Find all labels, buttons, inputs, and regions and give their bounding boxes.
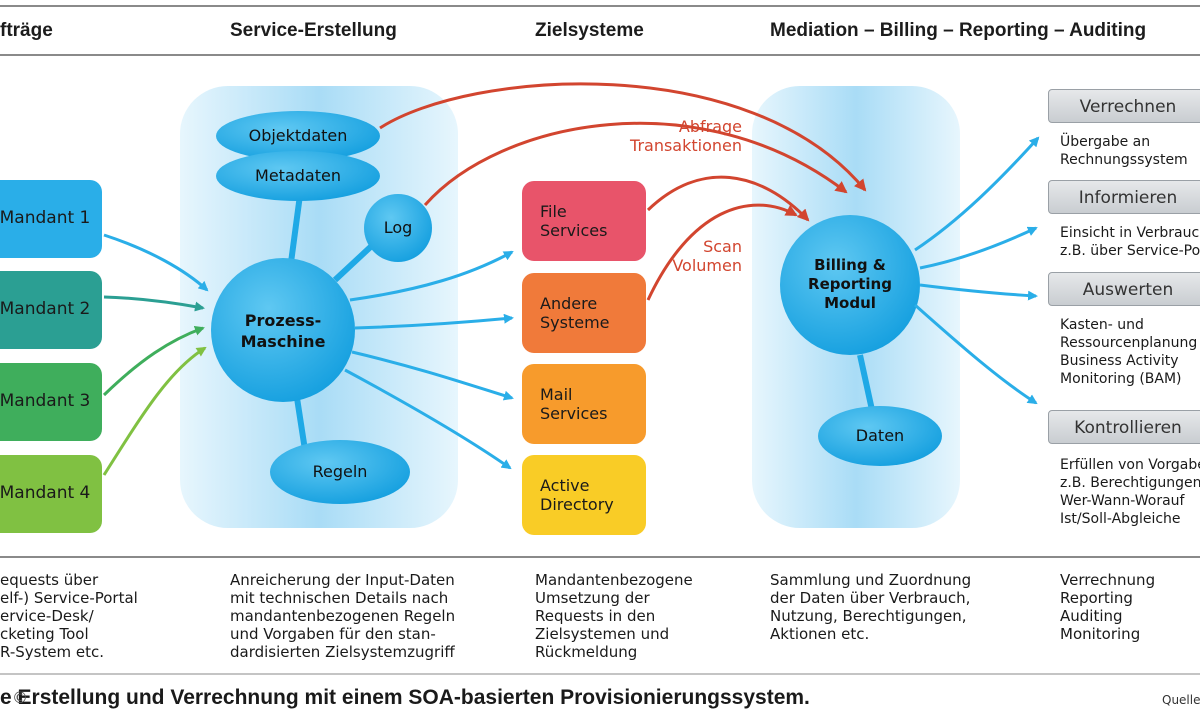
regeln-label: Regeln	[312, 462, 368, 481]
verrechnen-description: Übergabe an Rechnungssystem	[1060, 134, 1188, 168]
arrow-andere-billing	[646, 203, 798, 301]
mail-services-label: Mail Services	[540, 385, 608, 423]
header-service-erstellung: Service-Erstellung	[230, 20, 397, 41]
client-box-4	[0, 455, 102, 533]
kontrollieren-description: Erfüllen von Vorgaben z.B. Berechtigunge…	[1060, 457, 1200, 527]
header-mediation: Mediation – Billing – Reporting – Auditi…	[770, 20, 1147, 41]
auswerten-description: Kasten- und Ressourcenplanung Business A…	[1060, 317, 1198, 387]
arrow-auswerten	[919, 283, 1038, 301]
informieren-description: Einsicht in Verbrauch z.B. über Service-…	[1060, 225, 1200, 259]
client-box-1	[0, 180, 102, 258]
header-zielsysteme: Zielsysteme	[535, 20, 644, 41]
billing-reporting-node	[780, 215, 920, 355]
client-label-3: Mandant 3	[0, 391, 91, 411]
prozess-maschine-node	[211, 258, 355, 402]
client-box-3	[0, 363, 102, 441]
arrow-file-billing	[646, 175, 810, 222]
informieren-button[interactable]: Informieren	[1048, 180, 1200, 214]
verrechnen-button[interactable]: Verrechnen	[1048, 89, 1200, 123]
connector-metadaten	[287, 194, 303, 271]
arrow-log-billing	[423, 121, 848, 206]
footer-col-service: Anreicherung der Input-Daten mit technis…	[230, 571, 456, 661]
auswerten-button[interactable]: Auswerten	[1048, 272, 1200, 306]
abfrage-annotation: Abfrage Transaktionen	[630, 117, 742, 155]
arrow-client4	[102, 346, 207, 476]
file-services-box	[522, 181, 646, 261]
log-label: Log	[383, 218, 413, 237]
header-auftraege: fträge	[0, 20, 53, 41]
objektdaten-label: Objektdaten	[248, 126, 348, 145]
arrow-objektdaten-billing	[379, 82, 867, 192]
client-label-4: Mandant 4	[0, 483, 91, 503]
footer-col-auftraege: equests über elf-) Service-Portal ervice…	[0, 571, 138, 661]
arrow-to-mail	[351, 350, 514, 401]
header-rule	[0, 54, 1200, 56]
footer-col-ziel: Mandantenbezogene Umsetzung der Requests…	[535, 571, 693, 661]
andere-systeme-box	[522, 273, 646, 353]
daten-label: Daten	[855, 426, 905, 445]
file-services-label: File Services	[540, 202, 608, 240]
client-label-1: Mandant 1	[0, 208, 91, 228]
arrow-informieren	[919, 226, 1038, 270]
arrow-client2	[103, 295, 205, 312]
objektdaten-node	[216, 111, 380, 161]
active-directory-label: Active Directory	[540, 476, 614, 514]
arrow-client1	[103, 233, 209, 292]
arrow-verrechnen	[914, 136, 1040, 252]
active-directory-box	[522, 455, 646, 535]
footer-col-mediation: Sammlung und Zuordnung der Daten über Ve…	[770, 571, 972, 643]
arrow-client3	[102, 326, 205, 397]
log-node	[364, 194, 432, 262]
source-label: Quelle	[1162, 693, 1200, 707]
top-rule	[0, 5, 1200, 7]
arrow-to-ad	[344, 368, 512, 470]
arrow-to-file	[349, 250, 514, 302]
prozess-maschine-label: Prozess- Maschine	[240, 311, 326, 351]
mail-services-box	[522, 364, 646, 444]
figure-caption: e Erstellung und Verrechnung mit einem S…	[0, 686, 810, 709]
metadaten-label: Metadaten	[255, 166, 341, 185]
andere-systeme-label: Andere Systeme	[540, 294, 610, 332]
client-label-2: Mandant 2	[0, 299, 91, 319]
metadaten-node	[216, 151, 380, 201]
arrow-kontrollieren	[914, 303, 1038, 405]
billing-reporting-label: Billing & Reporting Modul	[808, 256, 892, 312]
daten-node	[818, 406, 942, 466]
connector-daten	[857, 354, 875, 411]
kontrollieren-button[interactable]: Kontrollieren	[1048, 410, 1200, 444]
client-box-2	[0, 271, 102, 349]
regeln-node	[270, 440, 410, 504]
arrow-to-andere	[354, 313, 514, 330]
scan-annotation: Scan Volumen	[672, 237, 742, 275]
footer-col-outputs: Verrechnung Reporting Auditing Monitorin…	[1060, 571, 1156, 643]
copyright-mark: ©	[12, 688, 28, 707]
